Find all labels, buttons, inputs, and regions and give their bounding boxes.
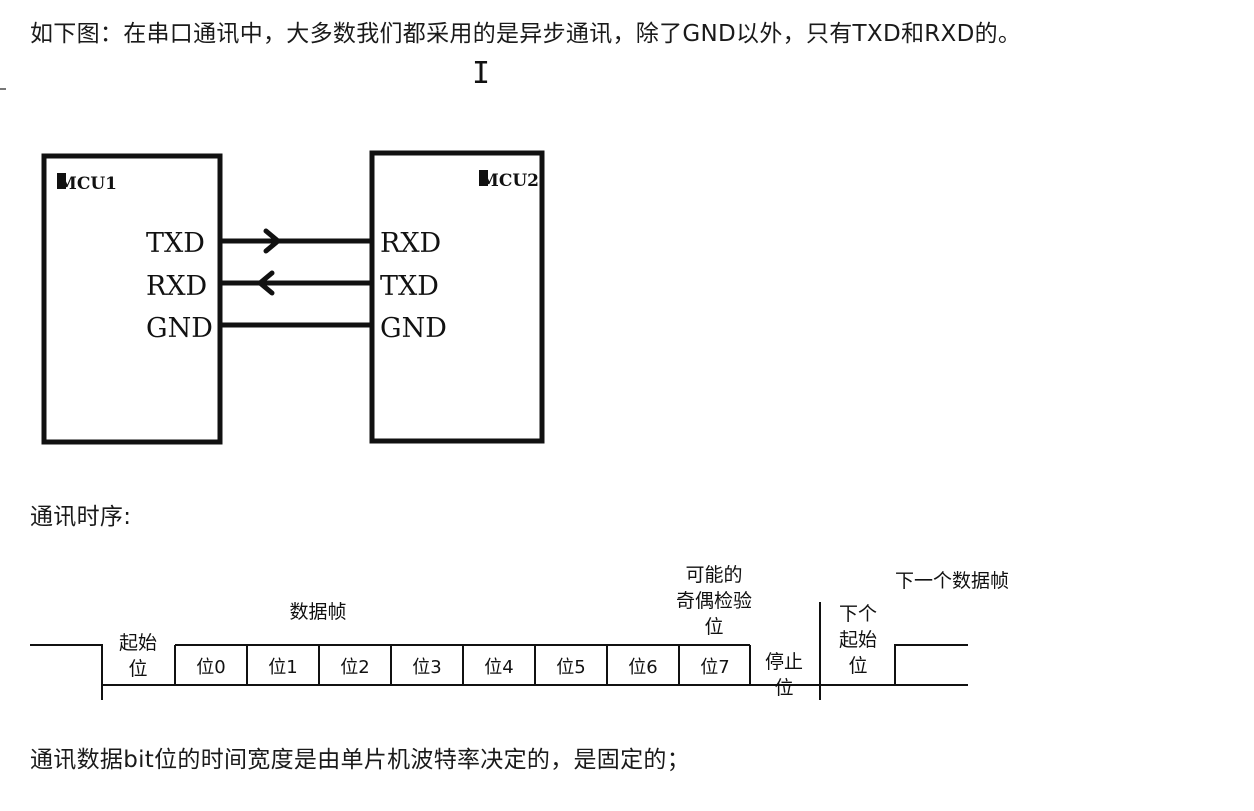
next-frame-label: 下一个数据帧	[895, 570, 1009, 592]
bit-label: 位0	[196, 657, 225, 678]
mcu2-pin-txd: TXD	[380, 271, 439, 302]
next-start-bit-label: 起始	[839, 629, 877, 651]
mcu1-pin-gnd: GND	[146, 313, 213, 344]
parity-bit-label: 可能的	[685, 564, 742, 586]
bit-label: 位6	[628, 657, 657, 678]
left-arrow-icon	[257, 270, 275, 296]
next-start-bit-label: 位	[848, 655, 867, 677]
mcu1-pin-rxd: RXD	[146, 271, 207, 302]
mcu1-pin-txd: TXD	[146, 228, 205, 259]
bit-label: 位4	[484, 657, 513, 678]
intro-paragraph: 如下图：在串口通讯中，大多数我们都采用的是异步通讯，除了GND以外，只有TXD和…	[30, 21, 1022, 47]
next-frame-box	[894, 644, 968, 685]
uart-timing-diagram: 起始 位 数据帧 可能的 奇偶检验 位 停止 位 下个 起始 位 下一个数据帧 …	[30, 564, 1009, 700]
start-bit-label: 起始	[119, 632, 157, 654]
bit-label: 位2	[340, 657, 369, 678]
text-cursor-icon: I	[472, 56, 491, 91]
next-start-bit-label: 下个	[839, 603, 877, 625]
right-arrow-icon	[263, 228, 281, 254]
data-frame-label: 数据帧	[289, 601, 346, 623]
bit-label: 位7	[700, 657, 729, 678]
bit-label: 位5	[556, 657, 585, 678]
mcu2-box	[369, 150, 545, 444]
conclusion-paragraph: 通讯数据bit位的时间宽度是由单片机波特率决定的，是固定的；	[30, 747, 691, 773]
parity-bit-label: 奇偶检验	[676, 590, 752, 612]
idle-high-line	[30, 644, 103, 685]
mcu2-label-marker	[479, 170, 488, 186]
bit-label: 位3	[412, 657, 441, 678]
mcu2-label: MCU2	[480, 171, 539, 191]
edge-marker	[0, 88, 6, 90]
mcu1-label-marker	[57, 173, 66, 189]
mcu2-pin-gnd: GND	[380, 313, 447, 344]
stop-bit-label: 停止	[765, 651, 803, 673]
parity-bit-label: 位	[704, 616, 723, 638]
start-bit-label: 位	[128, 658, 147, 680]
timing-heading: 通讯时序:	[30, 504, 132, 530]
stop-bit-label: 位	[774, 677, 793, 699]
mcu1-box	[41, 153, 223, 445]
mcu1-label: MCU1	[58, 174, 117, 194]
bit-label: 位1	[268, 657, 297, 678]
mcu2-pin-rxd: RXD	[380, 228, 441, 259]
